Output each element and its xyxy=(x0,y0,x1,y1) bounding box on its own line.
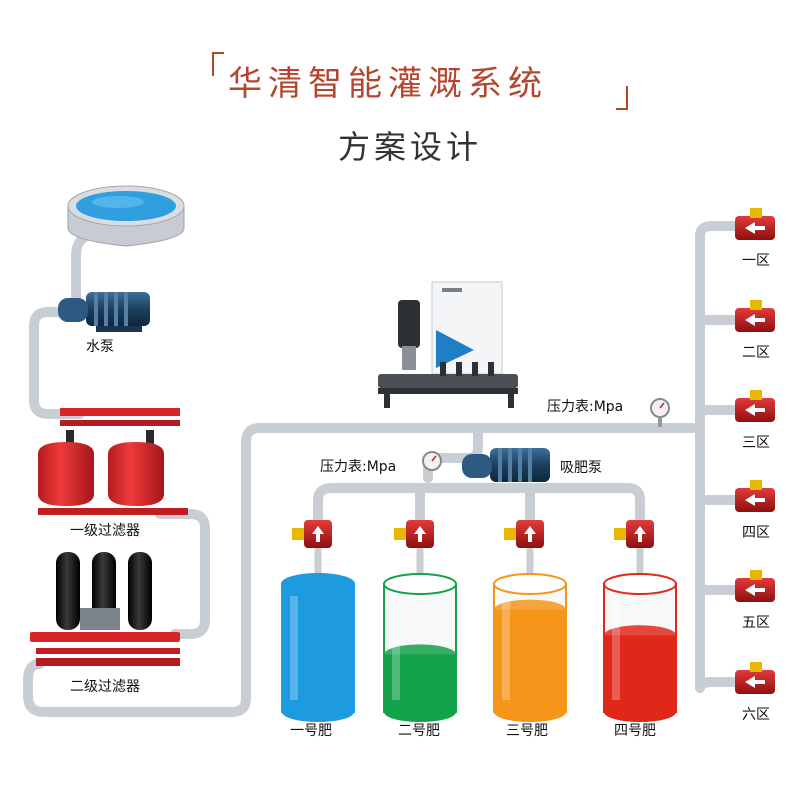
fertilizer-valve-icon xyxy=(292,520,332,548)
zone-valve-icon xyxy=(735,390,775,422)
zone-valve-icon xyxy=(735,480,775,512)
fertilizer-valve-icon xyxy=(394,520,434,548)
title-bracket-right xyxy=(616,86,628,110)
page-subtitle: 方案设计 xyxy=(338,128,483,166)
fertilizer-valve-icon xyxy=(504,520,544,548)
fertilizer-tank-1 xyxy=(281,573,355,722)
pressure-gauge-label-fert: 压力表:Mpa xyxy=(320,459,397,475)
pressure-gauge-icon xyxy=(650,398,670,427)
fertilizer-tank-2 xyxy=(383,573,457,722)
zone-label-4: 四区 xyxy=(742,525,770,541)
fertilizer-tank-3 xyxy=(493,573,567,722)
tank-label-2: 二号肥 xyxy=(398,723,440,739)
zone-valve-icon xyxy=(735,300,775,332)
pump-label: 水泵 xyxy=(86,339,114,355)
zone-label-3: 三区 xyxy=(742,435,770,451)
zone-label-5: 五区 xyxy=(742,615,770,631)
page-title: 华清智能灌溉系统 xyxy=(228,64,548,104)
zone-valve-icon xyxy=(735,662,775,694)
zone-valve-icon xyxy=(735,208,775,240)
pressure-gauge-label-main: 压力表:Mpa xyxy=(547,399,624,415)
suction-pump-icon xyxy=(462,448,550,482)
primary-filter-icon xyxy=(38,408,188,515)
fertilizer-tank-4 xyxy=(603,573,677,722)
secondary-filter-label: 二级过滤器 xyxy=(70,679,140,695)
primary-filter-label: 一级过滤器 xyxy=(70,523,140,539)
zone-label-2: 二区 xyxy=(742,345,770,361)
zone-label-6: 六区 xyxy=(742,707,770,723)
title-bracket-left xyxy=(212,52,224,76)
fertigation-machine-icon xyxy=(378,281,518,408)
tank-label-3: 三号肥 xyxy=(506,723,548,739)
zone-valve-icon xyxy=(735,570,775,602)
pressure-gauge-icon xyxy=(422,451,442,471)
tank-label-1: 一号肥 xyxy=(290,723,332,739)
suction-pump-label: 吸肥泵 xyxy=(560,460,602,476)
tank-label-4: 四号肥 xyxy=(614,723,656,739)
secondary-filter-icon xyxy=(30,552,180,666)
water-pool xyxy=(67,185,185,247)
pipe-network xyxy=(23,221,740,717)
fertilizer-valve-icon xyxy=(614,520,654,548)
zone-label-1: 一区 xyxy=(742,253,770,269)
water-pump-icon xyxy=(58,292,150,332)
